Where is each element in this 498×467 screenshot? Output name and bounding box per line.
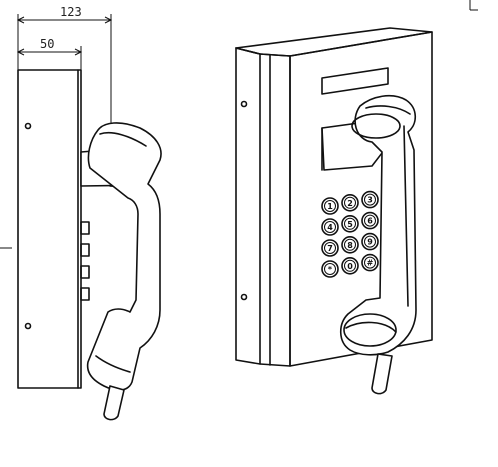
keypad-key-label: 4	[327, 223, 333, 232]
keypad-key-label: 2	[347, 199, 353, 208]
earpiece	[351, 113, 401, 139]
display-window	[321, 67, 389, 95]
keypad-key-label: 6	[367, 217, 373, 226]
side-cord	[103, 385, 125, 421]
keypad-key-face	[324, 242, 336, 254]
keypad-key: 2	[341, 194, 359, 212]
keypad-key: 8	[341, 236, 359, 254]
keypad-key-label: 8	[347, 241, 353, 250]
keypad-key-face	[324, 221, 336, 233]
keypad: 1 2 3 4 5 6 7 8 9 * 0 #	[321, 190, 379, 278]
keypad-key-label: 1	[327, 202, 333, 211]
keypad-key-face	[344, 217, 356, 230]
keypad-key: 6	[361, 211, 379, 230]
side-keys	[80, 221, 90, 301]
keypad-key-label: 7	[327, 244, 333, 253]
keypad-key-label: 5	[347, 220, 353, 229]
keypad-key-label: 3	[367, 196, 373, 205]
keypad-key: 5	[341, 215, 359, 233]
mouthpiece	[343, 313, 397, 347]
iso-cord	[371, 353, 393, 395]
keypad-key-face	[344, 259, 356, 272]
keypad-key-face	[324, 263, 336, 275]
keypad-key: 3	[361, 190, 379, 209]
side-face	[259, 53, 291, 367]
keypad-key: 9	[361, 232, 379, 251]
keypad-key-label: 0	[347, 262, 353, 271]
iso-handset	[339, 94, 417, 356]
dimension-123-label: 123	[60, 5, 82, 19]
side-view-box	[17, 69, 82, 389]
front-face	[289, 31, 433, 367]
dimension-123: 123	[16, 5, 113, 130]
iso-screw-top	[240, 100, 248, 108]
keypad-key-label: #	[367, 259, 374, 268]
keypad-key-label: *	[328, 265, 333, 274]
dimension-50-label: 50	[40, 37, 54, 51]
keypad-key-face	[324, 200, 336, 212]
keypad-key: 0	[341, 256, 359, 275]
iso-screw-bottom	[240, 293, 248, 301]
side-screw-bottom	[24, 322, 32, 330]
isometric-view: 1 2 3 4 5 6 7 8 9 * 0 #	[235, 27, 433, 395]
keypad-key: 7	[321, 239, 339, 257]
side-screw-top	[24, 122, 32, 130]
keypad-key: #	[361, 253, 379, 272]
keypad-key-face	[364, 235, 376, 248]
keypad-key-face	[364, 256, 376, 269]
keypad-key-face	[364, 214, 376, 227]
back-plate	[235, 47, 261, 365]
keypad-key-label: 9	[367, 238, 373, 247]
top-face	[235, 27, 433, 57]
keypad-key: 1	[321, 197, 339, 215]
side-handset	[86, 122, 162, 391]
keypad-key-face	[344, 238, 356, 251]
keypad-key-face	[364, 193, 376, 206]
side-view	[17, 69, 162, 421]
keypad-key-face	[344, 196, 356, 209]
dimension-50: 50	[16, 37, 83, 70]
keypad-key: 4	[321, 218, 339, 236]
keypad-key: *	[321, 260, 339, 278]
